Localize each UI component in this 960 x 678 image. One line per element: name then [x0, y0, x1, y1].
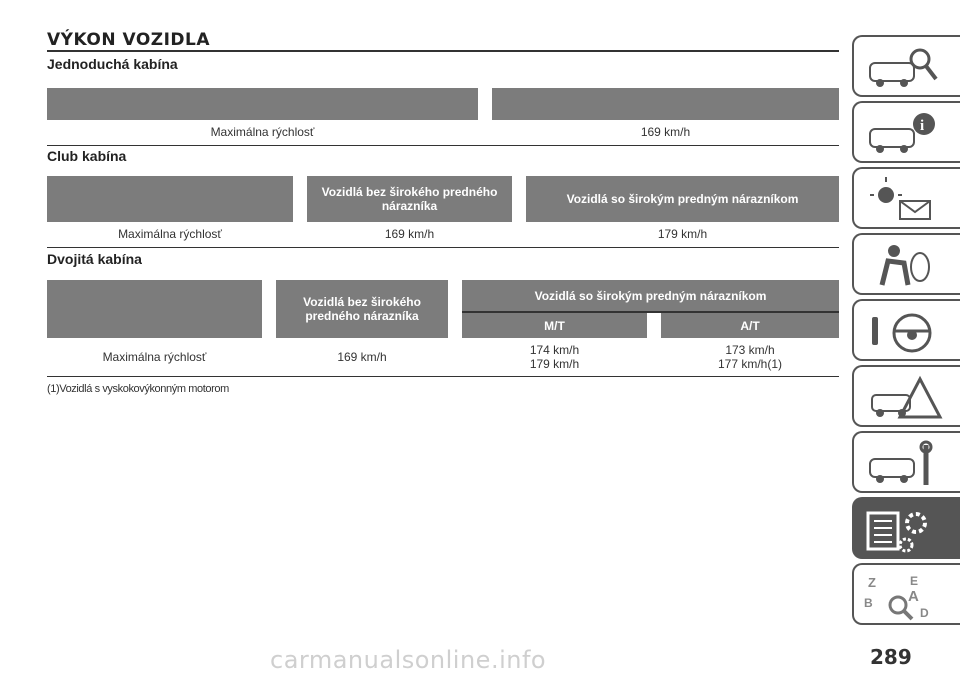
- at-value-1: 173 km/h: [725, 342, 775, 357]
- watermark: carmanualsonline.info: [270, 646, 547, 674]
- subheader-mt: M/T: [462, 312, 647, 338]
- header-cell-empty: [47, 280, 262, 338]
- header-col-with-bumper: Vozidlá so širokým predným nárazníkom: [526, 176, 839, 222]
- svg-text:E: E: [910, 574, 918, 588]
- value-cell: 169 km/h: [307, 222, 512, 248]
- steering-key-icon: [872, 313, 932, 353]
- tab-starting-driving[interactable]: [852, 299, 960, 361]
- value-cell-mt: 174 km/h 179 km/h: [462, 338, 647, 377]
- header-gap: [478, 88, 492, 120]
- svg-text:B: B: [864, 596, 873, 610]
- table-double-cab: Vozidlá bez širokého predného nárazníka …: [47, 280, 839, 377]
- car-maintenance-icon: [869, 440, 933, 485]
- tab-car-info[interactable]: i: [852, 101, 960, 163]
- value-cell: 179 km/h: [526, 222, 839, 248]
- page-title: VÝKON VOZIDLA: [47, 30, 211, 50]
- tab-safety[interactable]: [852, 233, 960, 295]
- footnote: (1)Vozidlá s vyskokovýkonným motorom: [47, 383, 229, 395]
- technical-data-icon: [866, 511, 927, 553]
- section-heading-club: Club kabína: [47, 148, 127, 164]
- table-row: Maximálna rýchlosť 169 km/h: [47, 120, 839, 146]
- table-row: Maximálna rýchlosť 169 km/h 174 km/h 179…: [47, 338, 839, 377]
- value-cell: 169 km/h: [492, 120, 839, 146]
- car-breakdown-icon: [871, 375, 943, 419]
- at-value-2: 177 km/h: [717, 356, 768, 371]
- header-cell-empty: [492, 88, 839, 120]
- svg-text:D: D: [920, 606, 929, 620]
- svg-text:Z: Z: [868, 575, 876, 590]
- section-heading-double: Dvojitá kabína: [47, 251, 142, 267]
- table-row: Maximálna rýchlosť 169 km/h 179 km/h: [47, 222, 839, 248]
- row-label: Maximálna rýchlosť: [47, 222, 293, 248]
- table-single-cab: Maximálna rýchlosť 169 km/h: [47, 88, 839, 146]
- car-info-icon: i: [869, 113, 935, 153]
- table-club-cab: Vozidlá bez širokého predného nárazníka …: [47, 176, 839, 248]
- title-rule: [47, 50, 839, 52]
- tab-car-search[interactable]: [852, 35, 960, 97]
- subheader-at: A/T: [661, 312, 839, 338]
- section-heading-single: Jednoduchá kabína: [47, 56, 178, 72]
- tab-technical-data[interactable]: [852, 497, 960, 559]
- header-col-without-bumper: Vozidlá bez širokého predného nárazníka: [307, 176, 512, 222]
- row-label: Maximálna rýchlosť: [47, 120, 478, 146]
- tab-warning-lights[interactable]: [852, 167, 960, 229]
- alphabetical-index-icon: Z E B AD: [864, 574, 929, 621]
- svg-text:A: A: [908, 588, 919, 605]
- page-number: 289: [870, 645, 912, 669]
- car-search-icon: [869, 48, 938, 87]
- tab-maintenance[interactable]: [852, 431, 960, 493]
- tab-emergency[interactable]: [852, 365, 960, 427]
- header-col-without-bumper: Vozidlá bez širokého predného nárazníka: [276, 280, 448, 338]
- svg-text:i: i: [920, 118, 924, 134]
- row-label: Maximálna rýchlosť: [47, 338, 262, 377]
- header-cell-empty: [47, 88, 478, 120]
- header-col-with-bumper: Vozidlá so širokým predným nárazníkom: [462, 280, 839, 313]
- mt-value-1: 174 km/h: [529, 342, 580, 357]
- at-value-2-wrap: 177 km/h(1): [661, 357, 839, 371]
- value-cell: 169 km/h: [276, 338, 448, 377]
- safety-airbag-icon: [879, 245, 930, 286]
- value-cell-at: 173 km/h 177 km/h(1): [661, 338, 839, 377]
- footnote-ref[interactable]: (1): [767, 356, 783, 371]
- header-cell-empty: [47, 176, 293, 222]
- mt-value-2: 179 km/h: [529, 356, 580, 371]
- warning-lights-icon: [870, 177, 931, 220]
